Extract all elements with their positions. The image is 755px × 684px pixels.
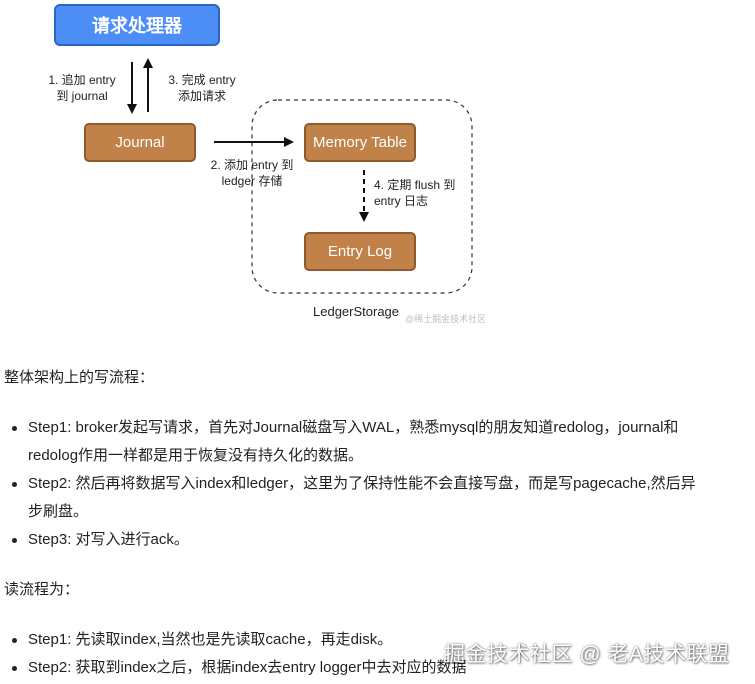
step4-label: 4. 定期 flush 到 entry 日志 <box>374 177 474 209</box>
read-flow-item: Step2: 获取到index之后，根据index去entry logger中去… <box>0 654 720 682</box>
write-flow-item: Step2: 然后再将数据写入index和ledger，这里为了保持性能不会直接… <box>0 470 720 526</box>
step3-label-line1: 3. 完成 entry <box>168 73 236 87</box>
read-flow-list: Step1: 先读取index,当然也是先读取cache，再走disk。 Ste… <box>0 626 720 682</box>
read-flow-item-line: Step2: 获取到index之后，根据index去entry logger中去… <box>28 659 467 676</box>
step2-label: 2. 添加 entry 到 ledger 存储 <box>204 157 300 189</box>
step1-label: 1. 追加 entry 到 journal <box>42 72 122 104</box>
write-flow-item-line: Step3: 对写入进行ack。 <box>28 531 189 548</box>
read-flow-heading: 读流程为： <box>4 581 80 598</box>
step4-label-line2: entry 日志 <box>374 194 429 208</box>
diagram-watermark: @稀土掘金技术社区 <box>405 314 487 324</box>
entry-log-node: Entry Log <box>304 232 416 271</box>
footer-watermark: 掘金技术社区 @ 老A技术联盟 <box>444 643 730 666</box>
write-flow-item-line: Step1: broker发起写请求，首先对Journal磁盘写入WAL，熟悉m… <box>28 419 679 436</box>
write-flow-item-line: redolog作用一样都是用于恢复没有持久化的数据。 <box>28 447 364 464</box>
step1-label-line1: 1. 追加 entry <box>48 73 116 87</box>
ledger-storage-group <box>251 99 473 294</box>
read-flow-item-line: Step1: 先读取index,当然也是先读取cache，再走disk。 <box>28 631 393 648</box>
step2-label-line2: ledger 存储 <box>221 174 283 188</box>
write-flow-list: Step1: broker发起写请求，首先对Journal磁盘写入WAL，熟悉m… <box>0 414 720 554</box>
step4-label-line1: 4. 定期 flush 到 <box>374 178 456 192</box>
step3-label: 3. 完成 entry 添加请求 <box>160 72 244 104</box>
step1-label-line2: 到 journal <box>56 89 108 103</box>
write-flow-item-line: Step2: 然后再将数据写入index和ledger，这里为了保持性能不会直接… <box>28 475 696 492</box>
diagram-connectors <box>127 58 473 294</box>
write-flow-item-line: 步刷盘。 <box>28 503 89 520</box>
request-handler-node: 请求处理器 <box>54 4 220 46</box>
ledger-storage-label: LedgerStorage <box>313 304 400 319</box>
read-flow-item: Step1: 先读取index,当然也是先读取cache，再走disk。 <box>0 626 720 654</box>
journal-node: Journal <box>84 123 196 162</box>
write-flow-heading: 整体架构上的写流程： <box>4 369 155 386</box>
write-flow-item: Step3: 对写入进行ack。 <box>0 526 720 554</box>
step2-label-line1: 2. 添加 entry 到 <box>210 158 294 172</box>
step3-label-line2: 添加请求 <box>177 89 226 103</box>
write-flow-item: Step1: broker发起写请求，首先对Journal磁盘写入WAL，熟悉m… <box>0 414 720 470</box>
architecture-diagram: 请求处理器 Journal Memory Table Entry Log 1. … <box>0 0 755 335</box>
memory-table-node: Memory Table <box>304 123 416 162</box>
